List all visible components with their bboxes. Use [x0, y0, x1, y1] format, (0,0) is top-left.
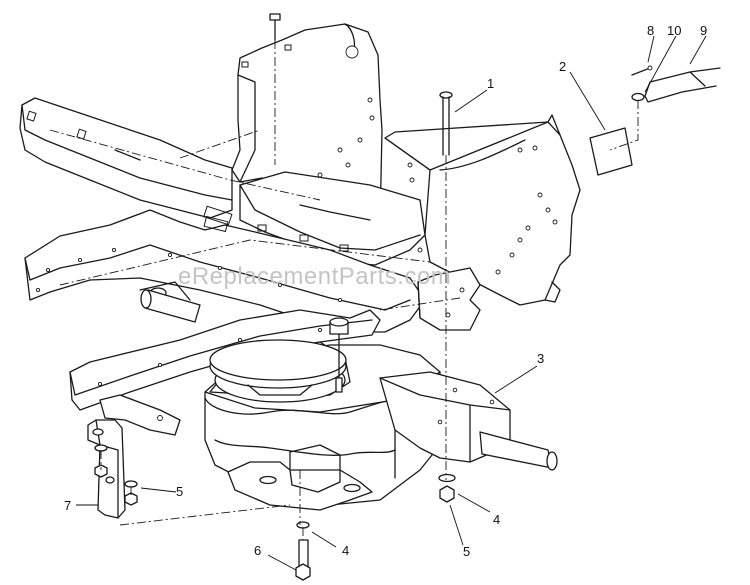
callout-10: 10 — [667, 23, 681, 38]
part-2-pad — [589, 127, 633, 176]
callout-4b: 4 — [342, 543, 349, 558]
part-8-pin — [631, 67, 651, 76]
right-axle — [379, 371, 558, 471]
right-plate-holes — [405, 145, 558, 275]
part-10-washer — [631, 92, 645, 102]
callout-4a: 4 — [493, 512, 500, 527]
mounting-foot — [227, 444, 373, 511]
input-pulley — [209, 317, 349, 403]
callout-8: 8 — [647, 23, 654, 38]
upper-frame-rail — [19, 97, 233, 226]
bolt-head-top-left — [269, 13, 281, 21]
watermark: eReplacementParts.com — [178, 263, 451, 290]
callout-5a: 5 — [176, 484, 183, 499]
part-1-bolt-head — [439, 91, 453, 99]
lower-left-dogleg — [99, 394, 181, 436]
callout-leaders — [76, 35, 707, 571]
lower-right-bracket — [417, 267, 481, 331]
cross-member — [239, 171, 426, 266]
callout-9: 9 — [700, 23, 707, 38]
callout-5b: 5 — [463, 544, 470, 559]
left-axle-shaft — [140, 289, 201, 323]
callout-1: 1 — [487, 76, 494, 91]
part-9-rod — [644, 67, 721, 103]
callout-2: 2 — [559, 59, 566, 74]
callouts: 1 2 3 4 4 5 5 6 7 8 9 10 — [64, 23, 707, 559]
right-frame-plate — [354, 114, 581, 306]
lower-rail-holes — [35, 247, 343, 303]
callout-7: 7 — [64, 498, 71, 513]
alignment-lines — [49, 40, 639, 540]
callout-3: 3 — [537, 351, 544, 366]
callout-6: 6 — [254, 543, 261, 558]
